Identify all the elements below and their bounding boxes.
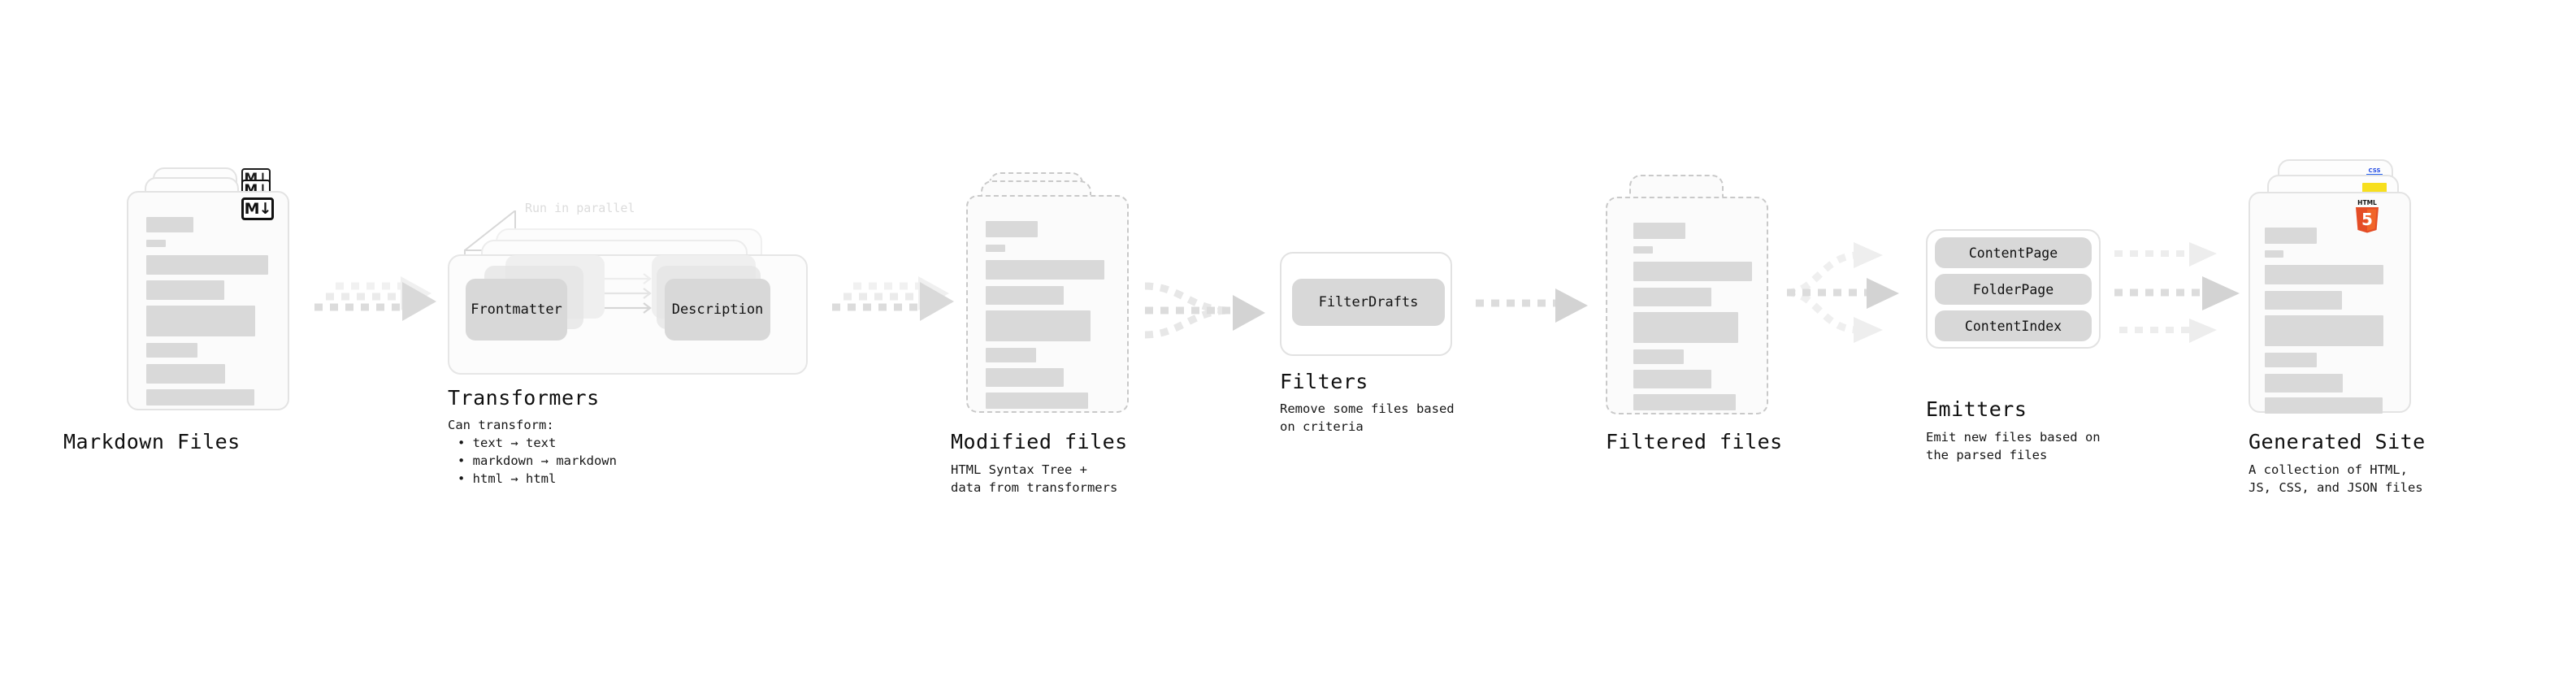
transformers-bullet-2: • html → html	[458, 471, 557, 486]
stage-title-transformers: Transformers	[448, 386, 600, 410]
transformer-chip-description[interactable]: Description	[665, 279, 770, 340]
card-bar	[1633, 223, 1685, 239]
card-bar	[986, 348, 1036, 362]
card-bar	[146, 217, 193, 232]
stage-desc-modified-files: HTML Syntax Tree + data from transformer…	[951, 462, 1118, 495]
card-bar	[2265, 353, 2317, 367]
card-bar	[146, 240, 166, 247]
arrow-filtered-to-emitters	[1786, 242, 1899, 343]
svg-text:5: 5	[2361, 210, 2373, 229]
transformer-chip-frontmatter[interactable]: Frontmatter	[466, 279, 567, 340]
card-bar	[2265, 397, 2383, 414]
card-bar	[146, 255, 268, 275]
html5-icon: HTML 5	[2356, 199, 2379, 233]
card-bar	[1633, 288, 1711, 306]
filter-chip-filterdrafts[interactable]: FilterDrafts	[1292, 279, 1445, 326]
emitter-chip-contentpage[interactable]: ContentPage	[1935, 237, 2092, 268]
card-bar	[1633, 246, 1653, 254]
transformers-bullet-1: • markdown → markdown	[458, 453, 617, 468]
filtered-card-front	[1606, 197, 1768, 414]
card-bar	[2265, 228, 2317, 244]
transformers-bullet-0: • text → text	[458, 436, 557, 450]
arrow-transformers-to-modified	[832, 276, 954, 321]
card-bar	[986, 245, 1005, 252]
card-bar	[146, 364, 225, 384]
markdown-icon: M↓	[241, 197, 274, 220]
svg-text:CSS: CSS	[2368, 167, 2380, 174]
card-bar	[986, 286, 1064, 305]
card-bar	[986, 393, 1088, 409]
card-bar	[1633, 312, 1738, 343]
stage-desc-transformers: Can transform:	[448, 418, 554, 432]
stage-title-markdown-files: Markdown Files	[63, 430, 241, 453]
card-bar	[146, 343, 197, 358]
stage-title-filtered-files: Filtered files	[1606, 430, 1783, 453]
card-bar	[146, 306, 255, 336]
card-bar	[1633, 370, 1711, 388]
arrow-modified-to-filters	[1144, 282, 1265, 339]
card-bar	[986, 368, 1064, 387]
arrow-markdown-to-transformers	[314, 276, 436, 321]
card-bar	[1633, 394, 1736, 410]
card-bar	[146, 389, 254, 406]
arrow-filters-to-filtered	[1476, 288, 1588, 323]
stage-title-emitters: Emitters	[1926, 397, 2027, 421]
stage-title-modified-files: Modified files	[951, 430, 1128, 453]
emitter-chip-contentindex[interactable]: ContentIndex	[1935, 310, 2092, 341]
stage-title-filters: Filters	[1280, 370, 1368, 393]
markdown-card-front	[127, 191, 289, 410]
card-bar	[1633, 349, 1684, 364]
card-bar	[2265, 374, 2343, 393]
emitter-chip-folderpage[interactable]: FolderPage	[1935, 274, 2092, 305]
card-bar	[2265, 315, 2383, 346]
card-bar	[2265, 291, 2342, 310]
arrow-emitters-to-site	[2114, 242, 2240, 343]
transformers-inner-arrows	[605, 273, 652, 314]
card-bar	[986, 221, 1038, 237]
stage-desc-generated-site: A collection of HTML, JS, CSS, and JSON …	[2249, 462, 2423, 495]
modified-card-front	[966, 195, 1129, 413]
stage-desc-emitters: Emit new files based on the parsed files	[1926, 430, 2101, 462]
svg-text:HTML: HTML	[2357, 199, 2377, 206]
card-bar	[2265, 265, 2383, 284]
stage-desc-filters: Remove some files based on criteria	[1280, 401, 1455, 434]
card-bar	[2265, 250, 2283, 258]
card-bar	[146, 280, 224, 300]
stage-title-generated-site: Generated Site	[2249, 430, 2426, 453]
card-bar	[986, 260, 1104, 280]
site-card-front	[2249, 192, 2411, 414]
run-in-parallel-label: Run in parallel	[525, 201, 635, 215]
card-bar	[1633, 262, 1752, 281]
card-bar	[986, 310, 1091, 341]
